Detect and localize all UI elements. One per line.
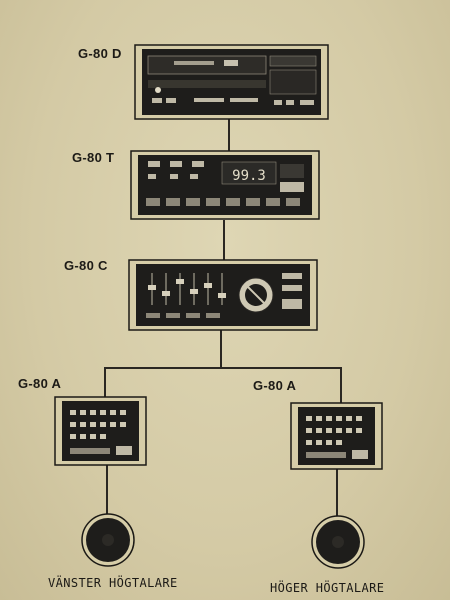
wire-control-split bbox=[220, 330, 222, 368]
wire-deck-tuner bbox=[228, 118, 230, 152]
right-speaker-icon bbox=[310, 514, 366, 575]
label-g80t: G-80 T bbox=[72, 150, 115, 165]
wire-amp-speaker-left bbox=[106, 465, 108, 517]
control-unit bbox=[128, 259, 318, 331]
label-g80d: G-80 D bbox=[78, 46, 122, 61]
wire-tuner-control bbox=[223, 220, 225, 262]
label-g80c: G-80 C bbox=[64, 258, 108, 273]
wire-split-right bbox=[340, 367, 342, 403]
cassette-deck-unit bbox=[134, 44, 329, 120]
left-speaker-caption: VÄNSTER HÖGTALARE bbox=[48, 576, 178, 590]
wire-split-horizontal bbox=[104, 367, 342, 369]
amplifier-left-unit bbox=[54, 396, 147, 466]
label-g80a-right: G-80 A bbox=[253, 378, 297, 393]
amplifier-right-unit bbox=[290, 402, 383, 470]
tuner-frequency-display: 99.3 bbox=[232, 168, 266, 184]
left-speaker-icon bbox=[80, 512, 136, 573]
wire-amp-speaker-right bbox=[336, 467, 338, 519]
wire-split-left bbox=[104, 367, 106, 399]
label-g80a-left: G-80 A bbox=[18, 376, 62, 391]
tuner-unit: 99.3 bbox=[130, 150, 320, 220]
right-speaker-caption: HÖGER HÖGTALARE bbox=[270, 581, 385, 595]
